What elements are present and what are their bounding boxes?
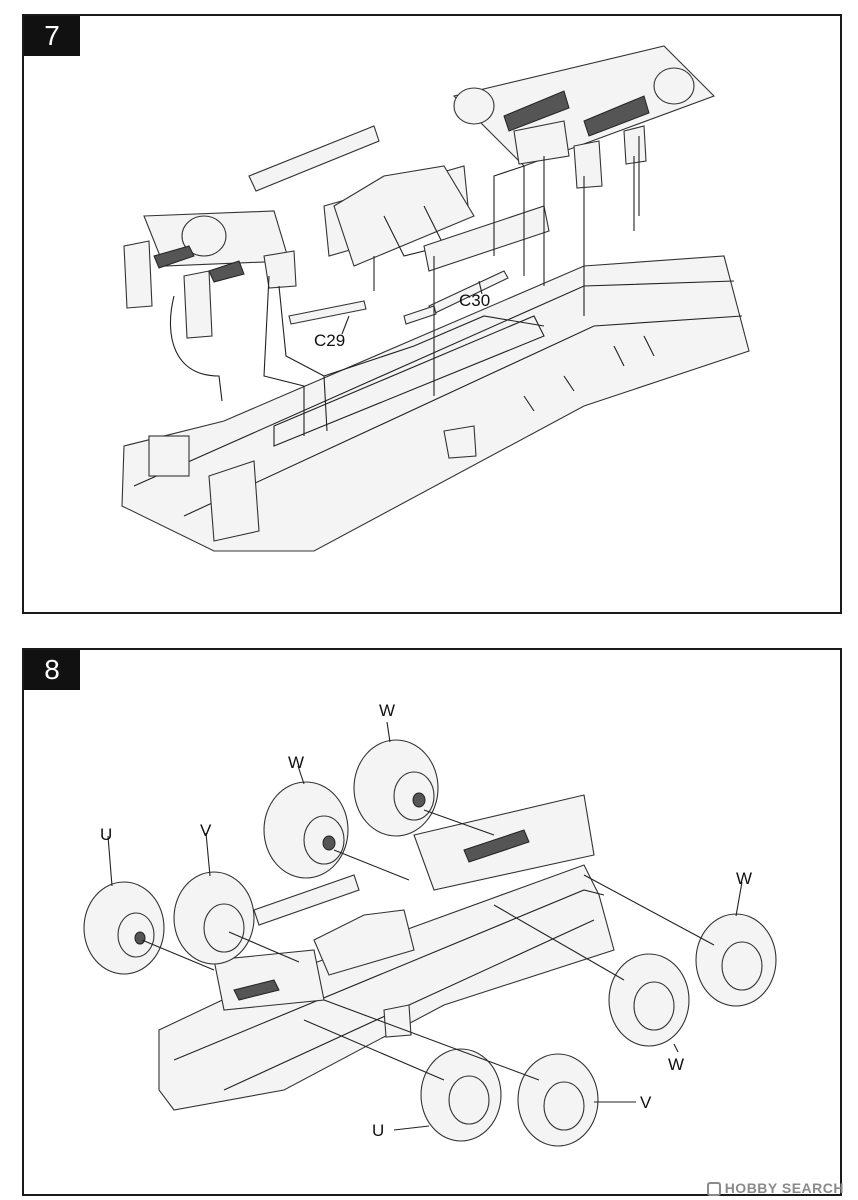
callout-v-bottom: V — [640, 1093, 652, 1112]
assembly-arrows — [107, 721, 743, 1131]
assembly-arrows — [169, 136, 640, 436]
wheel-w-right — [695, 913, 777, 1007]
step-7-assembly-diagram: C29 C30 — [121, 45, 750, 552]
callout-w-top-left: W — [288, 753, 304, 772]
step-7-number: 7 — [24, 16, 80, 56]
callout-c30: C30 — [459, 291, 490, 310]
watermark-text: HOBBY SEARCH — [724, 1180, 844, 1196]
rear-axle-assembly — [452, 45, 715, 189]
callout-v-left: V — [200, 821, 212, 840]
callout-c29: C29 — [314, 331, 345, 350]
hobby-search-watermark: HOBBY SEARCH — [706, 1180, 844, 1196]
step-8-panel: 8 — [22, 648, 842, 1196]
chassis-with-axles — [158, 794, 615, 1111]
callout-w-top-right: W — [379, 701, 395, 720]
drive-shafts — [288, 270, 509, 325]
callout-w-right: W — [736, 869, 752, 888]
wheel-w-top-left — [263, 781, 349, 879]
chassis-hull — [121, 255, 750, 552]
hobby-search-logo-icon — [706, 1182, 721, 1196]
front-axle-assembly — [123, 210, 297, 339]
step-7-panel: 7 — [22, 14, 842, 614]
callout-w-lower-right: W — [668, 1055, 684, 1074]
callout-u-bottom: U — [372, 1121, 384, 1140]
wheel-u-left — [83, 881, 165, 975]
callout-u-left: U — [100, 825, 112, 844]
wheel-v-bottom — [517, 1053, 599, 1147]
wheel-v-left — [173, 871, 255, 965]
wheel-u-bottom — [420, 1048, 502, 1142]
step-8-assembly-diagram: W W U V W W U V — [83, 701, 777, 1147]
wheel-w-top-right — [353, 739, 439, 837]
wheel-w-lower-right — [608, 953, 690, 1047]
step-8-number: 8 — [24, 650, 80, 690]
spring-frame — [248, 125, 550, 272]
